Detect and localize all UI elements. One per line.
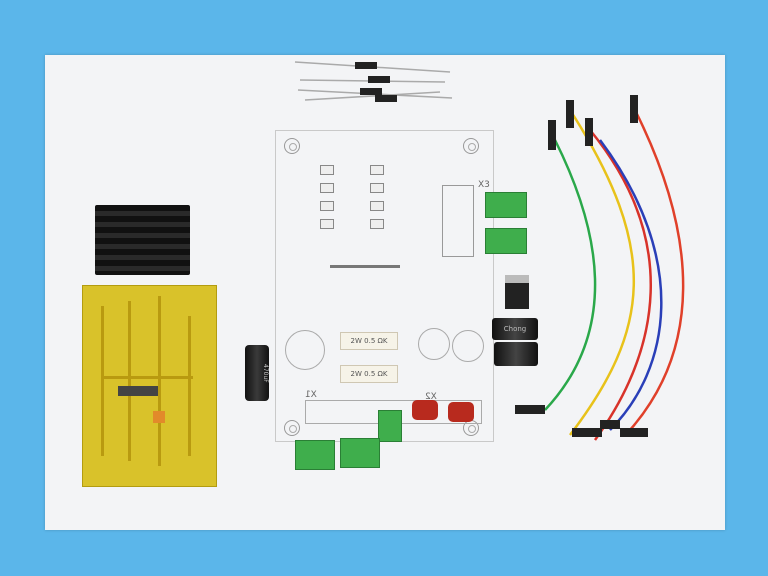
x3-label: X3	[478, 180, 490, 190]
cap-footprint	[418, 328, 450, 360]
diode-footprint	[370, 219, 384, 229]
film-capacitor	[448, 402, 474, 422]
x3-footprint	[442, 185, 474, 257]
yellow-pcb	[82, 285, 217, 487]
silk-line	[330, 265, 400, 268]
diode-footprint	[320, 183, 334, 193]
cap-footprint	[285, 330, 325, 370]
power-resistor: 2W 0.5 ΩK	[340, 365, 398, 383]
diode-footprint	[320, 219, 334, 229]
mounting-hole	[284, 420, 300, 436]
small-capacitor	[494, 342, 538, 366]
mounting-hole	[284, 138, 300, 154]
film-capacitor	[412, 400, 438, 420]
small-capacitor: Chong	[492, 318, 538, 340]
heatsink	[95, 205, 190, 275]
power-resistor: 2W 0.5 ΩK	[340, 332, 398, 350]
cap-footprint	[452, 330, 484, 362]
terminal-block	[295, 440, 335, 470]
green-trimmer	[378, 410, 402, 442]
voltage-regulator	[505, 275, 529, 309]
diode-footprint	[370, 201, 384, 211]
terminal-block	[485, 192, 527, 218]
diode-footprint	[370, 183, 384, 193]
terminal-block	[485, 228, 527, 254]
diode-footprint	[370, 165, 384, 175]
electrolytic-capacitor: 470uF	[245, 345, 269, 401]
terminal-block	[340, 438, 380, 468]
mounting-hole	[463, 138, 479, 154]
diode-footprint	[320, 201, 334, 211]
diode-footprint	[320, 165, 334, 175]
